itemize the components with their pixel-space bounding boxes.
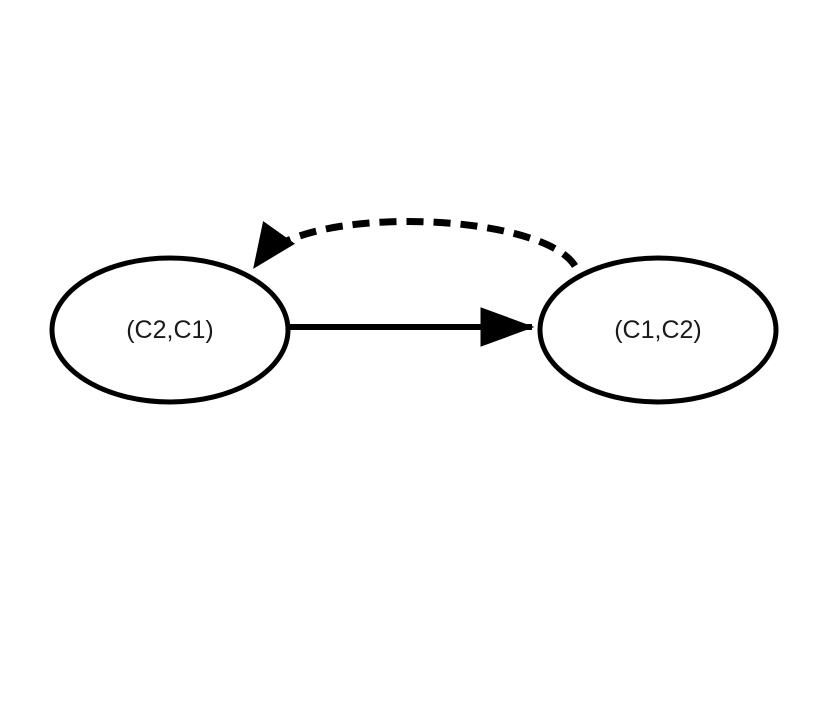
edge-right-to-left[interactable]	[253, 218, 578, 269]
edge-right-to-left-path	[253, 218, 578, 269]
node-right[interactable]: (C1,C2)	[537, 255, 779, 405]
node-left[interactable]: (C2,C1)	[49, 255, 291, 405]
node-right-label: (C1,C2)	[614, 316, 702, 344]
node-right-ellipse	[537, 255, 779, 405]
node-left-label: (C2,C1)	[126, 316, 214, 344]
node-left-ellipse	[49, 255, 291, 405]
